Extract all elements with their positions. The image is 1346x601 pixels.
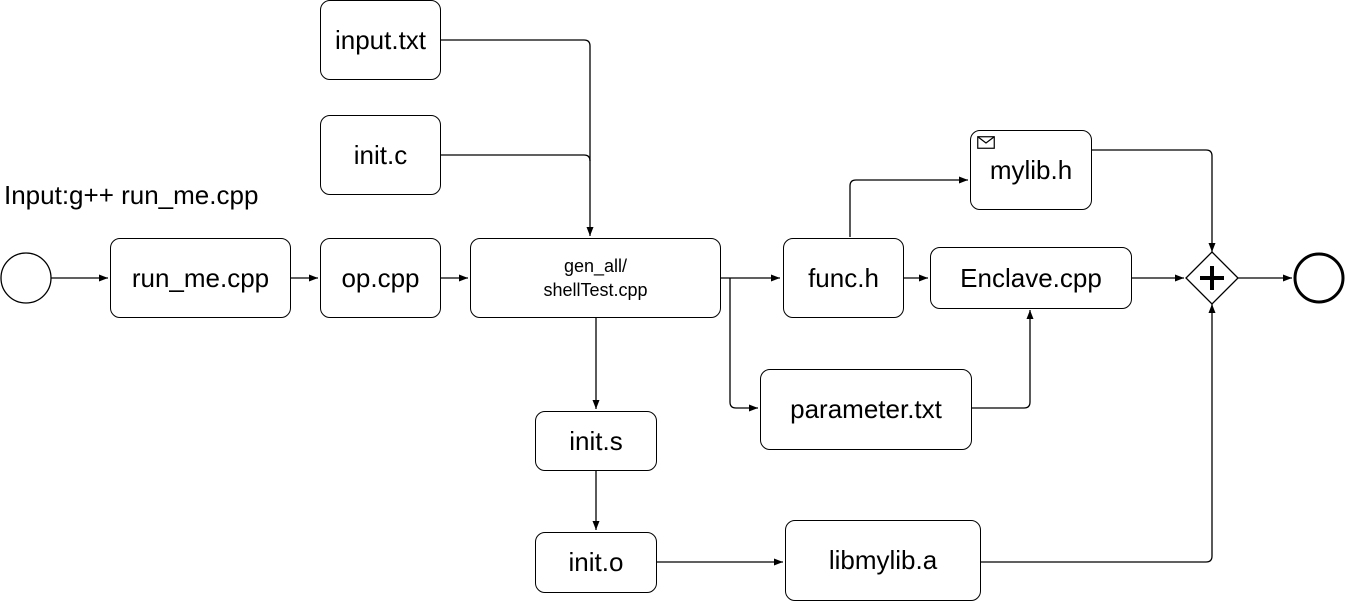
node-input-txt[interactable]: input.txt [320,0,441,80]
diagram-caption: Input:g++ run_me.cpp [4,180,259,210]
edge-func-mylib [849,176,968,237]
node-init-c[interactable]: init.c [320,115,441,195]
node-func-h[interactable]: func.h [783,238,904,318]
envelope-icon [977,136,995,149]
edge-input-shelltest [441,39,594,236]
edge-shelltest-parameter [729,278,758,412]
edge-libmylib-gateway [981,304,1216,563]
node-libmylib-a[interactable]: libmylib.a [785,520,981,601]
node-mylib-h-label: mylib.h [989,154,1073,185]
gateway-plus-icon [1200,266,1224,290]
edge-mylib-gateway [1092,149,1216,252]
node-run-me-cpp[interactable]: run_me.cpp [110,238,291,318]
edge-parameter-enclave [972,310,1034,409]
node-parameter-txt[interactable]: parameter.txt [760,369,972,450]
node-op-cpp[interactable]: op.cpp [320,238,441,318]
node-init-s[interactable]: init.s [535,411,657,471]
edge-initc-shelltest [441,154,591,162]
node-init-o[interactable]: init.o [535,532,657,593]
start-event-circle [0,252,52,304]
node-mylib-h[interactable]: mylib.h [970,130,1092,210]
node-shelltest-cpp[interactable]: gen_all/ shellTest.cpp [470,238,721,318]
parallel-gateway [1185,251,1239,305]
node-enclave-cpp[interactable]: Enclave.cpp [930,247,1132,309]
end-event-circle [1293,252,1345,304]
